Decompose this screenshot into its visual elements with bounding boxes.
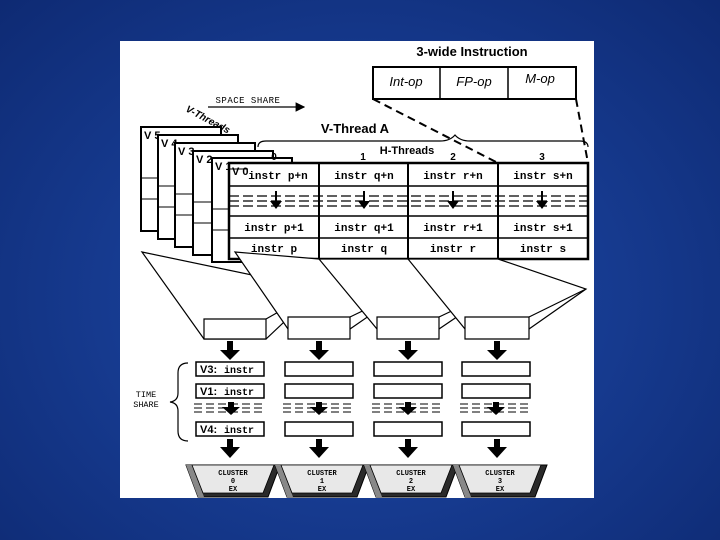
instr-top-3: instr s+n: [513, 171, 572, 183]
slot-columns-empty: [284, 361, 531, 437]
zoom-line-right: [575, 98, 589, 164]
cluster-0-unit: EX: [229, 486, 238, 494]
slot-arrows: [310, 402, 505, 415]
hthread-index-2: 2: [450, 152, 456, 163]
multithreading-diagram: 3-wide Instruction Int-op FP-op M-op SPA…: [133, 44, 590, 498]
slot-v4-prefix: V4:: [200, 424, 217, 436]
vthread-label-1: V 1: [215, 161, 232, 173]
cluster-3: CLUSTER 3 EX: [452, 464, 548, 498]
cluster-1-index: 1: [320, 478, 324, 486]
slot-v3-prefix: V3:: [200, 364, 217, 376]
int-op-label: Int-op: [389, 74, 422, 89]
vthread-a-grid: V 0 instr p+n instr q+n instr r+n instr …: [227, 161, 590, 261]
m-op-label: M-op: [525, 71, 555, 86]
instr-base-3: instr s: [520, 244, 566, 256]
funnel-0: [140, 251, 321, 340]
grid-down-arrow-1: [358, 191, 370, 209]
slot-v1-instr: instr: [224, 387, 254, 399]
cluster-0: CLUSTER 0 EX: [185, 464, 281, 498]
vthread-label-0: V 0: [232, 166, 249, 178]
grid-down-arrow-2: [447, 191, 459, 209]
funnel-3: [406, 258, 588, 340]
instr-top-1: instr q+n: [334, 171, 393, 183]
vthread-a-brace: [257, 134, 589, 148]
instruction-box-title: 3-wide Instruction: [416, 44, 527, 59]
slot-column-0: V3: instr V1: instr V4: instr: [194, 361, 266, 437]
cluster-2-unit: EX: [407, 486, 416, 494]
diagram-panel: 3-wide Instruction Int-op FP-op M-op SPA…: [120, 41, 594, 498]
vthread-label-5: V 5: [144, 130, 161, 142]
space-share-label: SPACE SHARE: [216, 96, 281, 106]
instr-base-1: instr q: [341, 244, 387, 256]
instr-base-0: instr p: [251, 244, 298, 256]
slot-v4-instr: instr: [224, 425, 254, 437]
hthread-index-0: 0: [271, 152, 277, 163]
time-share-label-line1: TIME: [136, 390, 156, 400]
slot-v3-instr: instr: [224, 365, 254, 377]
vthread-a-label: V-Thread A: [321, 121, 390, 136]
grid-down-arrow-3: [536, 191, 548, 209]
funnel-arrow-2: [398, 341, 418, 360]
hthreads-label: H-Threads: [380, 145, 434, 157]
hthread-index-1: 1: [360, 152, 366, 163]
cluster-0-name: CLUSTER: [218, 470, 248, 478]
instr-base-2: instr r: [430, 244, 476, 256]
instr-plus1-1: instr q+1: [334, 223, 394, 235]
instr-top-2: instr r+n: [423, 171, 482, 183]
funnel-arrow-1: [309, 341, 329, 360]
cluster-2-name: CLUSTER: [396, 470, 426, 478]
cluster-3-unit: EX: [496, 486, 505, 494]
cluster-arrows: [220, 439, 507, 458]
funnel-group: [140, 251, 588, 340]
cluster-1: CLUSTER 1 EX: [274, 464, 370, 498]
instr-top-0: instr p+n: [248, 171, 307, 183]
instr-plus1-0: instr p+1: [244, 223, 304, 235]
funnel-arrows: [220, 341, 507, 360]
time-share-label-line2: SHARE: [133, 400, 159, 410]
slot-v1-prefix: V1:: [200, 386, 217, 398]
hthread-index-3: 3: [539, 152, 545, 163]
funnel-arrow-3: [487, 341, 507, 360]
vthread-label-3: V 3: [178, 146, 195, 158]
funnel-arrow-0: [220, 341, 240, 360]
cluster-3-name: CLUSTER: [485, 470, 515, 478]
cluster-0-index: 0: [231, 478, 235, 486]
vthread-label-2: V 2: [196, 154, 213, 166]
grid-down-arrow-0: [270, 191, 282, 209]
zoom-line-left: [372, 98, 499, 164]
cluster-2: CLUSTER 2 EX: [363, 464, 459, 498]
cluster-2-index: 2: [409, 478, 413, 486]
cluster-3-index: 3: [498, 478, 502, 486]
time-share-brace: [169, 362, 189, 442]
instruction-box: [372, 66, 577, 100]
instr-plus1-3: instr s+1: [513, 223, 573, 235]
instr-plus1-2: instr r+1: [423, 223, 483, 235]
cluster-1-name: CLUSTER: [307, 470, 337, 478]
fp-op-label: FP-op: [456, 74, 491, 89]
cluster-1-unit: EX: [318, 486, 327, 494]
